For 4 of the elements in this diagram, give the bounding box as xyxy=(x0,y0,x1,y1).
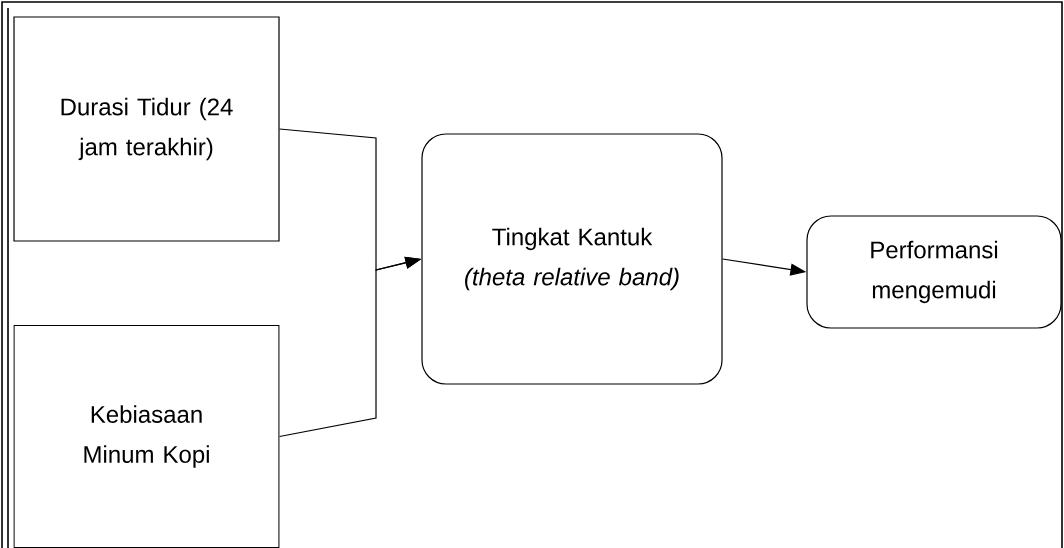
rounded-box: Tingkat Kantuk (theta relative band) xyxy=(421,133,723,385)
rounded-box: Performansi mengemudi xyxy=(806,215,1062,329)
process-box: Durasi Tidur (24 jam terakhir) xyxy=(13,16,280,242)
process-box: Kebiasaan Minum Kopi xyxy=(13,324,280,548)
